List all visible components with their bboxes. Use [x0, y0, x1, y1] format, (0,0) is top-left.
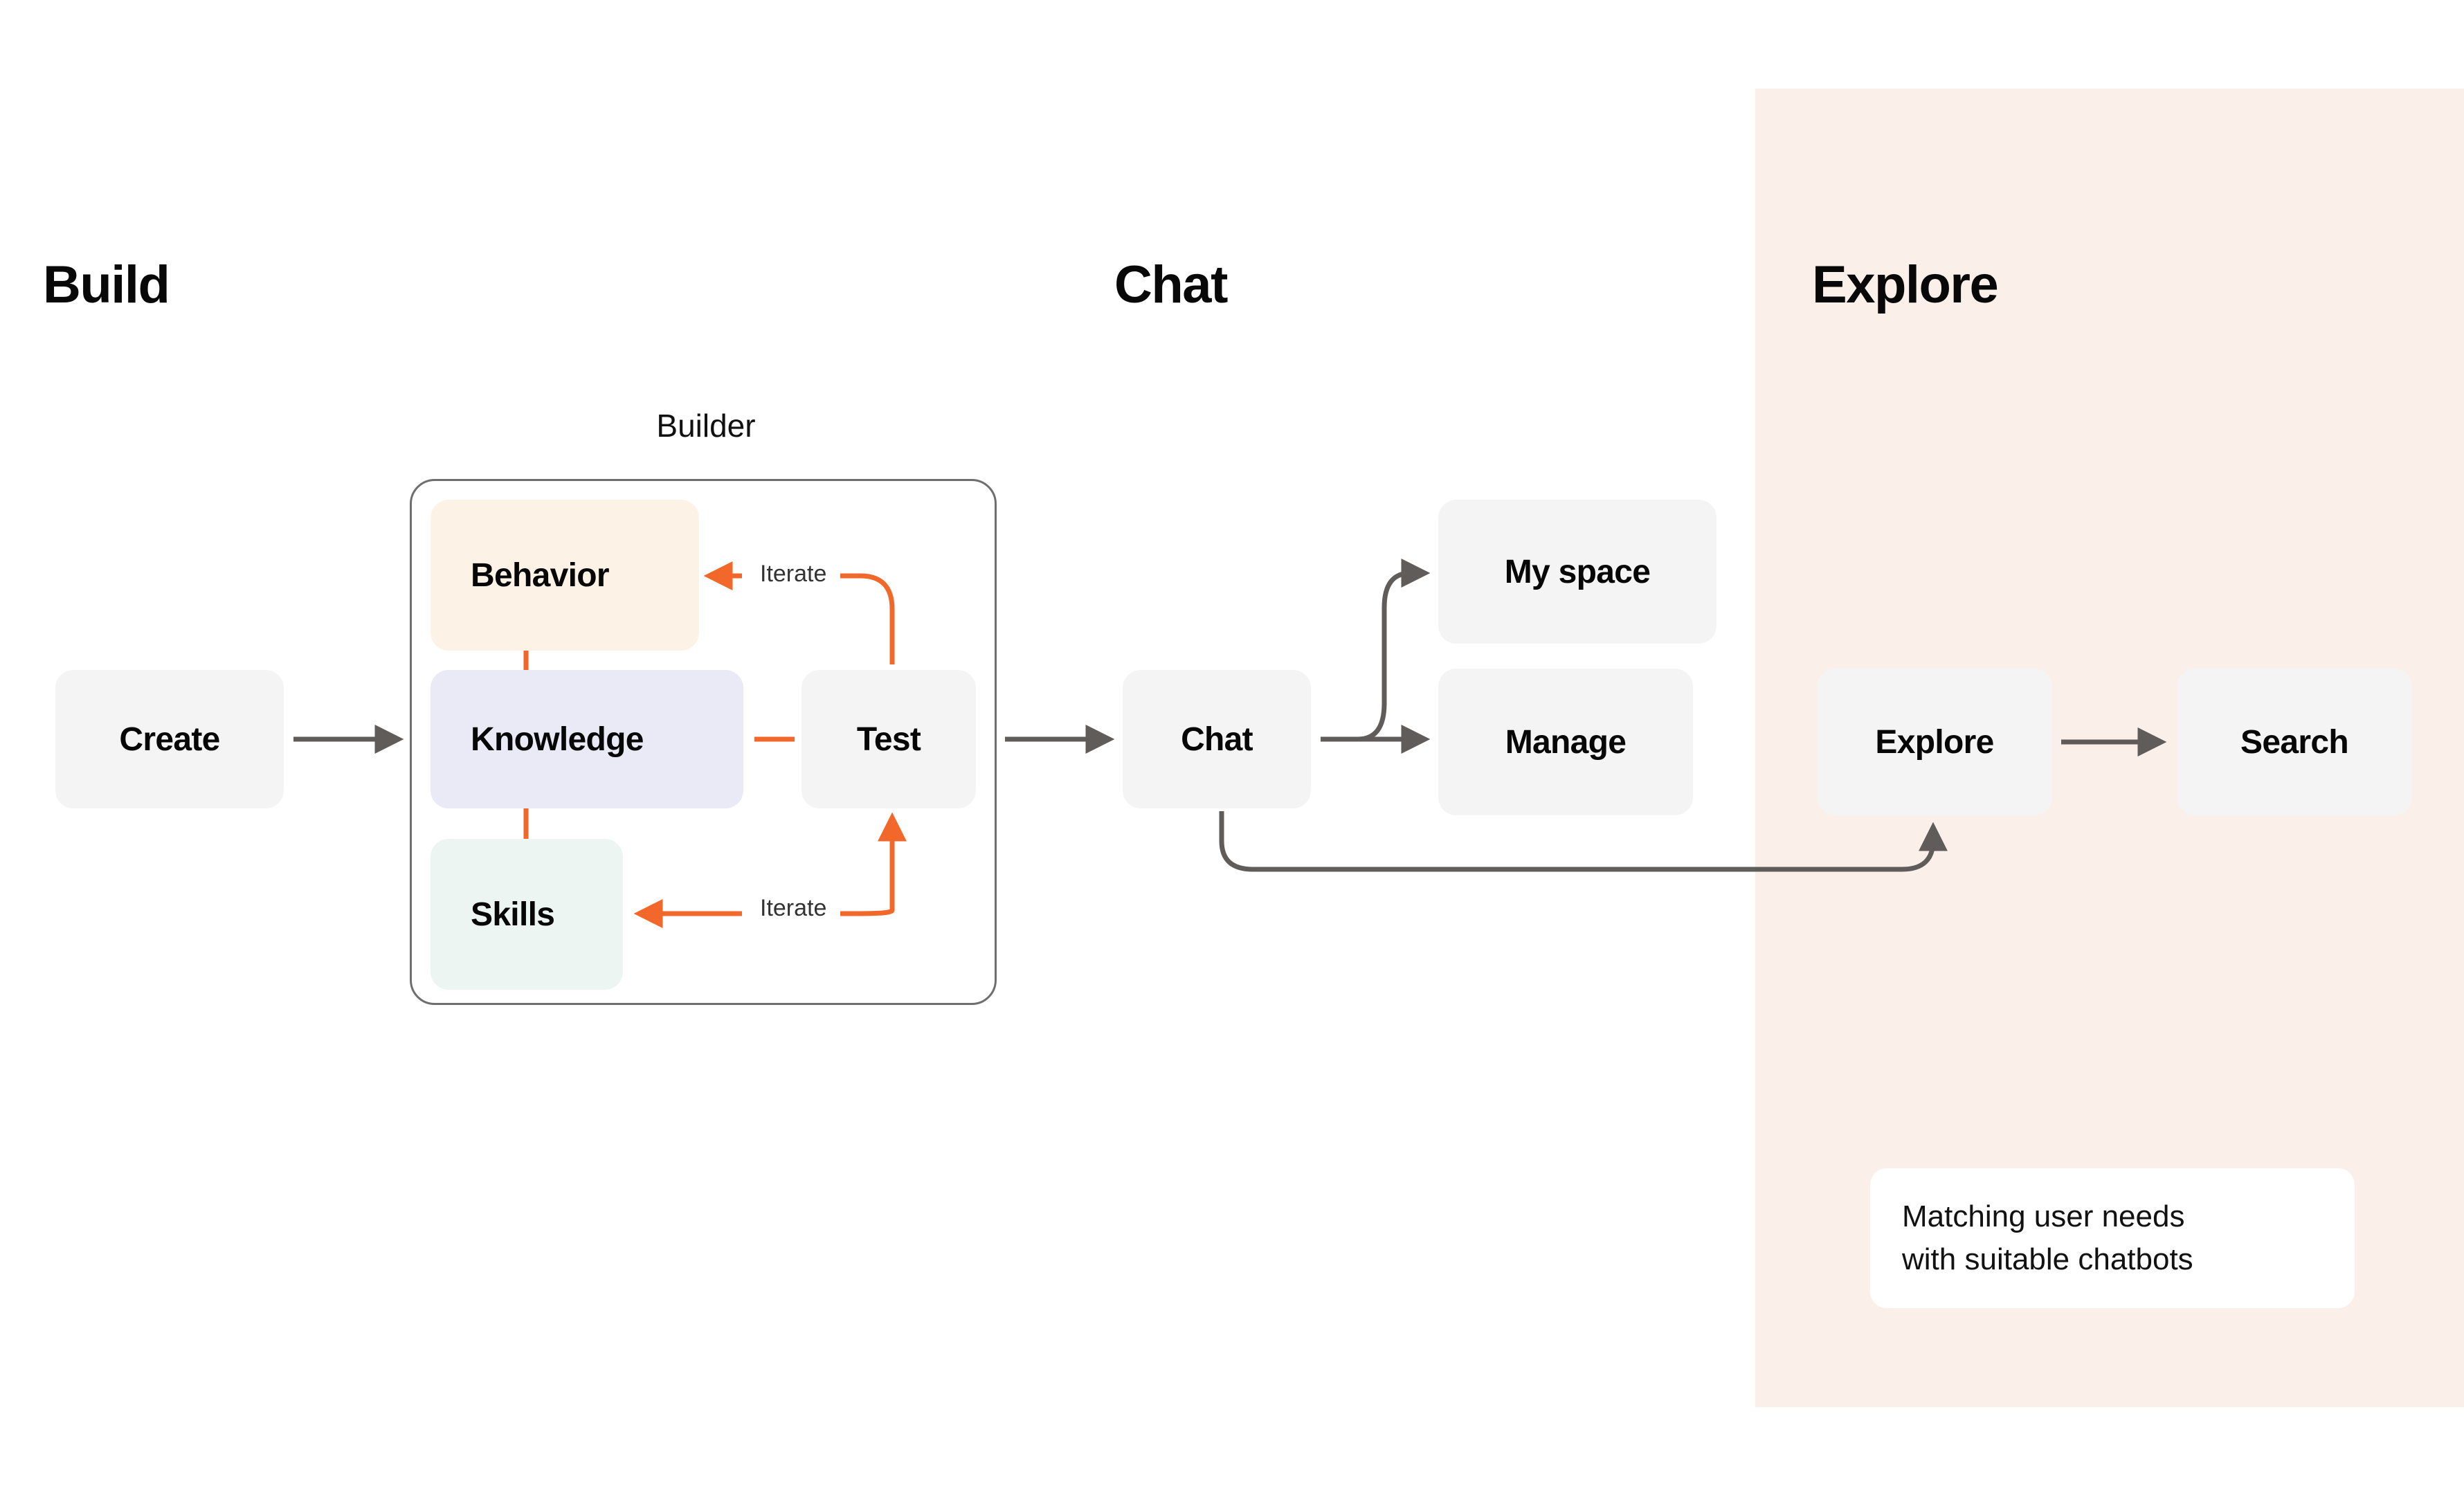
node-test[interactable]: Test — [801, 670, 976, 808]
section-heading-chat: Chat — [1114, 255, 1228, 314]
caption-line-1: Matching user needs — [1902, 1199, 2185, 1233]
node-chat[interactable]: Chat — [1123, 670, 1311, 808]
node-explore[interactable]: Explore — [1817, 669, 2052, 815]
arrow-label-iterate-behavior: Iterate — [760, 561, 827, 587]
builder-group-label: Builder — [656, 408, 756, 444]
section-heading-build: Build — [43, 255, 170, 314]
arrow-chat-to-my-space — [1321, 559, 1431, 742]
builder-group-container — [410, 479, 997, 1005]
node-my-space[interactable]: My space — [1438, 500, 1716, 644]
section-heading-explore: Explore — [1812, 255, 1999, 314]
node-skills[interactable]: Skills — [431, 839, 623, 990]
node-search[interactable]: Search — [2177, 669, 2412, 815]
node-create[interactable]: Create — [55, 670, 284, 808]
node-manage[interactable]: Manage — [1438, 669, 1693, 815]
node-behavior[interactable]: Behavior — [431, 500, 699, 651]
explore-caption-card: Matching user needs with suitable chatbo… — [1870, 1168, 2355, 1308]
arrow-label-iterate-skills: Iterate — [760, 895, 827, 921]
node-knowledge[interactable]: Knowledge — [431, 670, 743, 808]
caption-line-2: with suitable chatbots — [1902, 1242, 2193, 1276]
